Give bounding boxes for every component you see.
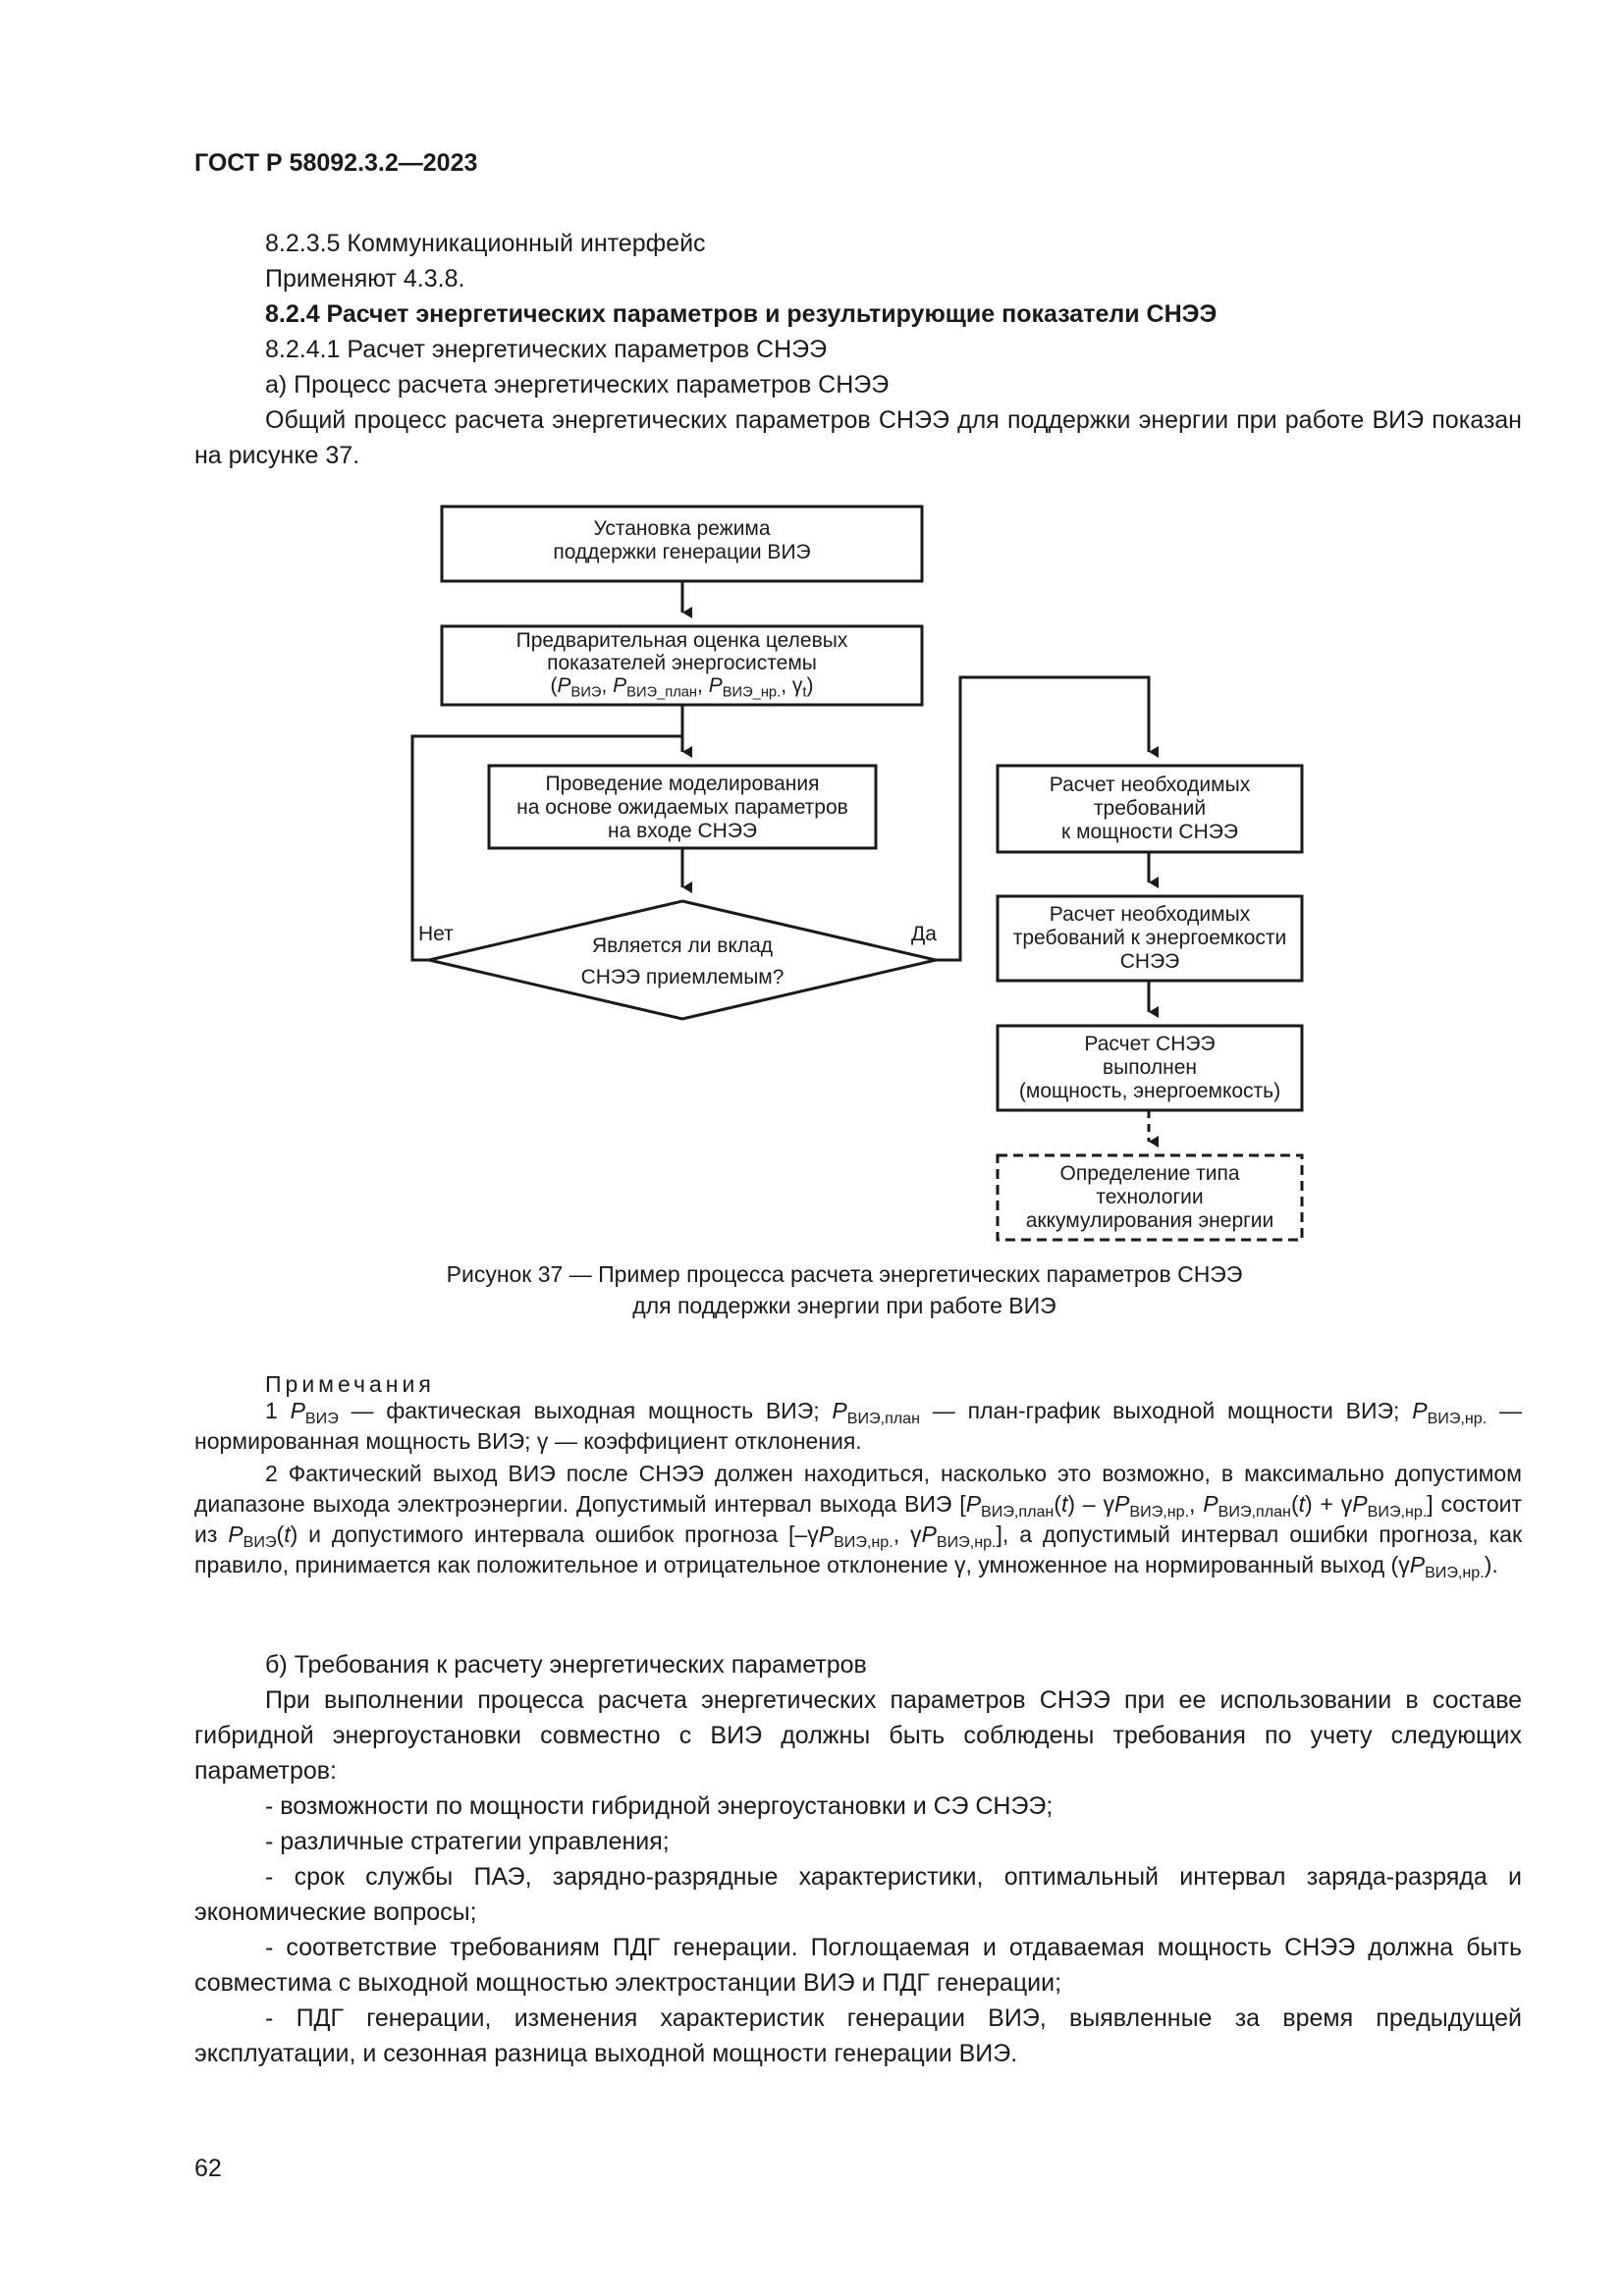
section-8-2-4-heading: 8.2.4 Расчет энергетических параметров и… xyxy=(265,300,1218,328)
intro-paragraph: Общий процесс расчета энергетических пар… xyxy=(194,406,1522,469)
yes-label: Да xyxy=(911,923,937,945)
r2-line2: требований к энергоемкости xyxy=(1012,927,1287,949)
flowchart xyxy=(410,505,1304,1242)
box-power-text: Расчет необходимых требований к мощности… xyxy=(998,774,1302,844)
decision-diamond xyxy=(428,899,937,1021)
bullet-5: - ПДГ генерации, изменения характеристик… xyxy=(194,2004,1522,2067)
box2-formula: (PВИЭ, PВИЭ_план, PВИЭ_нр., γt) xyxy=(550,674,814,701)
bullet-1: - возможности по мощности гибридной энер… xyxy=(265,1792,1054,1820)
note1-a: 1 xyxy=(265,1398,291,1423)
section-8-2-4-1: 8.2.4.1 Расчет энергетических параметров… xyxy=(265,336,828,363)
note1-c: — план-график выходной мощности ВИЭ; xyxy=(920,1398,1413,1423)
r3-line3: (мощность, энергоемкость) xyxy=(1018,1080,1281,1102)
box1-line1: Установка режима xyxy=(593,517,771,540)
note-2: 2 Фактический выход ВИЭ после СНЭЭ долже… xyxy=(194,1461,1523,1581)
r4-line3: аккумулирования энергии xyxy=(1025,1209,1274,1232)
box-preliminary-text: Предварительная оценка целевых показател… xyxy=(442,629,922,701)
box-tech-text: Определение типа технологии аккумулирова… xyxy=(998,1162,1302,1233)
item-a: а) Процесс расчета энергетических параме… xyxy=(265,371,890,399)
bullet-2: - различные стратегии управления; xyxy=(265,1828,670,1855)
box-done-text: Расчет СНЭЭ выполнен (мощность, энергоем… xyxy=(998,1033,1302,1103)
r1-line3: к мощности СНЭЭ xyxy=(1061,821,1238,843)
note2-e: ). xyxy=(1484,1552,1498,1577)
note-1: 1 PВИЭ — фактическая выходная мощность В… xyxy=(194,1398,1522,1454)
figure-caption-line1: Рисунок 37 — Пример процесса расчета эне… xyxy=(446,1261,1243,1287)
note2-c: и допустимого интервала ошибок прогноза … xyxy=(298,1522,795,1547)
r2-line1: Расчет необходимых xyxy=(1049,903,1251,926)
r1-line2: требований xyxy=(1093,797,1207,820)
r3-line1: Расчет СНЭЭ xyxy=(1084,1033,1216,1055)
box2-line2: показателей энергосистемы xyxy=(547,652,817,674)
box-tech-type xyxy=(996,1153,1304,1242)
figure-caption-line2: для поддержки энергии при работе ВИЭ xyxy=(632,1293,1056,1318)
section-8-2-3-5: 8.2.3.5 Коммуникационный интерфейс xyxy=(265,230,706,257)
note1-b: — фактическая выходная мощность ВИЭ; xyxy=(338,1398,833,1423)
requirements-intro: При выполнении процесса расчета энергети… xyxy=(194,1686,1522,1785)
r4-line2: технологии xyxy=(1096,1186,1204,1208)
r1-line1: Расчет необходимых xyxy=(1049,774,1251,796)
box3-line1: Проведение моделирования xyxy=(545,773,820,795)
diamond-line2: СНЭЭ приемлемым? xyxy=(580,966,785,988)
note2-b: ] состоит из xyxy=(194,1491,1523,1547)
section-8-2-3-5-text: Применяют 4.3.8. xyxy=(265,265,465,293)
box-setup-mode-text: Установка режима поддержки генерации ВИЭ xyxy=(442,517,922,564)
box2-line1: Предварительная оценка целевых xyxy=(515,629,848,652)
box-modeling-text: Проведение моделирования на основе ожида… xyxy=(489,773,876,843)
box1-line2: поддержки генерации ВИЭ xyxy=(553,541,811,563)
r2-line3: СНЭЭ xyxy=(1119,950,1180,973)
box-energy-text: Расчет необходимых требований к энергоем… xyxy=(998,903,1302,974)
diamond-line1: Является ли вклад xyxy=(591,934,774,957)
bullet-3: - срок службы ПАЭ, зарядно-разрядные хар… xyxy=(194,1863,1522,1926)
notes-title: Примечания xyxy=(265,1371,435,1397)
note1-d: — нормированная мощность ВИЭ; γ — коэффи… xyxy=(194,1398,1522,1454)
box3-line2: на основе ожидаемых параметров xyxy=(516,796,848,819)
bullet-4: - соответствие требованиям ПДГ генерации… xyxy=(194,1934,1522,1997)
note2-a: 2 Фактический выход ВИЭ после СНЭЭ долже… xyxy=(194,1461,1522,1517)
no-label: Нет xyxy=(418,923,454,945)
r4-line1: Определение типа xyxy=(1059,1162,1240,1185)
item-b: б) Требования к расчету энергетических п… xyxy=(265,1651,867,1679)
diamond-text: Является ли вклад СНЭЭ приемлемым? xyxy=(486,931,879,993)
r3-line2: выполнен xyxy=(1103,1056,1197,1079)
page-number: 62 xyxy=(194,2155,222,2182)
document-header: ГОСТ Р 58092.3.2—2023 xyxy=(194,149,478,177)
note2-d: ], а допустимый интервал ошибки прогноза… xyxy=(194,1522,1523,1577)
box3-line3: на входе СНЭЭ xyxy=(607,820,758,842)
